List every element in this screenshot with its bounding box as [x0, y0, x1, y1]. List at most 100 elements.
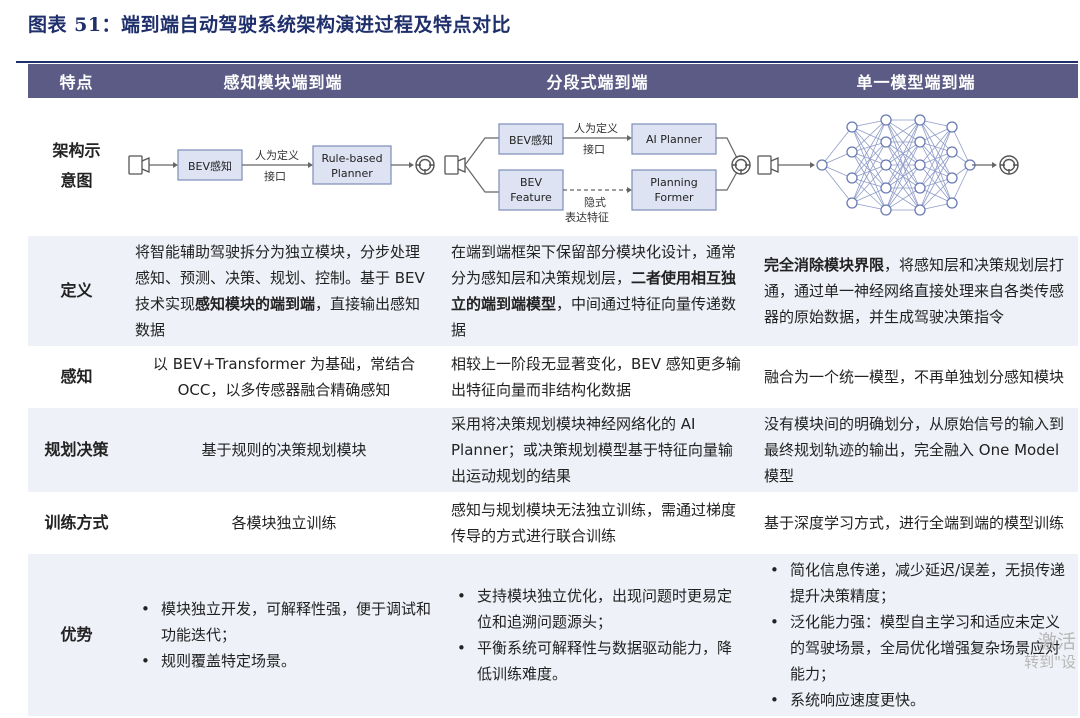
nn-edge — [919, 141, 953, 204]
planning-c2: 采用将决策规划模块神经网络化的 AI Planner；或决策规划模型基于特征向量… — [441, 407, 754, 493]
activation-watermark: 激活 转到"设 — [1024, 632, 1076, 672]
nn-edge — [851, 141, 887, 179]
nn-node — [946, 146, 958, 158]
nn-edge — [851, 141, 887, 204]
advantage-c2: 支持模块独立优化，出现问题时更易定位和追溯问题源头； 平衡系统可解释性与数据驱动… — [441, 553, 754, 717]
nn-edge — [885, 119, 921, 189]
definition-row: 定义 将智能辅助驾驶拆分为独立模块，分步处理感知、预测、决策、规划、控制。基于 … — [28, 235, 1078, 347]
ai-planner-box — [631, 123, 717, 155]
definition-c1-bold: 感知模块的端到端 — [195, 295, 316, 313]
figure-title: 图表 51：端到端自动驾驶系统架构演进过程及特点对比 — [28, 14, 512, 36]
header-single-model-e2e: 单一模型端到端 — [754, 64, 1078, 98]
nn-edge — [885, 119, 921, 143]
definition-c2-text: 在端到端框架下保留部分模块化设计，通常分为感知层和决策规划层， — [451, 243, 737, 287]
nn-edge — [885, 164, 921, 211]
list-item: 泛化能力强：模型自主学习和适应未定义的驾驶场景，全局优化增强复杂场景应对能力； — [770, 609, 1070, 687]
nn-edge — [851, 126, 887, 211]
nn-node — [846, 146, 858, 158]
training-label: 训练方式 — [28, 493, 125, 553]
planning-row: 规划决策 基于规则的决策规划模块 采用将决策规划模块神经网络化的 AI Plan… — [28, 407, 1078, 493]
bev-box — [498, 123, 564, 155]
definition-c1-text: 将智能辅助驾驶拆分为独立模块，分步处理感知、预测、决策、规划、控制。基于 BEV… — [135, 243, 425, 313]
training-c3: 基于深度学习方式，进行全端到端的模型训练 — [754, 493, 1078, 553]
arch-row: 架构示意图 BEV感知 人为定义 接口 Rule- — [28, 98, 1078, 235]
interface-label-1: 人为定义 — [255, 148, 299, 162]
camera-icon — [444, 155, 466, 175]
nn-node — [846, 197, 858, 209]
nn-edge — [951, 164, 971, 204]
definition-perception-cell: 将智能辅助驾驶拆分为独立模块，分步处理感知、预测、决策、规划、控制。基于 BEV… — [125, 235, 441, 347]
advantage-c3-list: 简化信息传递，减少延迟/误差，无损传递提升决策精度； 泛化能力强：模型自主学习和… — [764, 557, 1070, 713]
nn-edge — [851, 151, 887, 166]
nn-node — [880, 114, 892, 126]
planning-c3: 没有模块间的明确划分，从原始信号的输入到最终规划轨迹的输出，完全融入 One M… — [754, 407, 1078, 493]
watermark-line-2: 转到"设 — [1024, 653, 1076, 671]
definition-label: 定义 — [28, 235, 125, 347]
steering-wheel-icon — [415, 155, 435, 175]
nn-edge — [851, 141, 887, 153]
arch-label-cell: 架构示意图 — [28, 98, 125, 235]
training-c2: 感知与规划模块无法独立训练，需通过梯度传导的方式进行联合训练 — [441, 493, 754, 553]
nn-edge — [821, 126, 853, 166]
camera-icon — [757, 155, 779, 175]
nn-node — [914, 204, 926, 216]
perception-c1: 以 BEV+Transformer 为基础，常结合 OCC，以多传感器融合精确感… — [125, 347, 441, 407]
nn-edge — [851, 164, 887, 179]
definition-c1-tail: ，直接输出感知数据 — [135, 295, 421, 339]
nn-edge — [919, 119, 953, 204]
nn-edge — [919, 164, 953, 204]
bev-feature-text-2: Feature — [510, 191, 552, 204]
perception-c2: 相较上一阶段无显著变化，BEV 感知更多输出特征向量而非结构化数据 — [441, 347, 754, 407]
perception-row: 感知 以 BEV+Transformer 为基础，常结合 OCC，以多传感器融合… — [28, 347, 1078, 407]
planner-text-2: Planner — [331, 167, 373, 180]
nn-edge — [851, 126, 887, 189]
nn-edge — [919, 119, 953, 153]
nn-edge — [919, 164, 953, 179]
nn-node — [880, 182, 892, 194]
nn-edge — [885, 119, 921, 211]
bev-text: BEV感知 — [188, 159, 232, 173]
nn-edge — [821, 164, 853, 204]
watermark-line-1: 激活 — [1037, 631, 1076, 653]
nn-edge — [851, 119, 887, 153]
definition-c2-tail: ，中间通过特征向量传递数据 — [451, 295, 737, 339]
nn-node — [846, 121, 858, 133]
training-c1: 各模块独立训练 — [125, 493, 441, 553]
nn-edge — [851, 151, 887, 211]
advantage-row: 优势 模块独立开发，可解释性强，便于调试和功能迭代； 规则覆盖特定场景。 支持模… — [28, 553, 1078, 717]
nn-edge — [919, 119, 953, 179]
implicit-label-2: 表达特征 — [565, 210, 609, 224]
nn-node — [946, 197, 958, 209]
advantage-c1: 模块独立开发，可解释性强，便于调试和功能迭代； 规则覆盖特定场景。 — [125, 553, 441, 717]
list-item: 规则覆盖特定场景。 — [141, 648, 433, 674]
planning-label: 规划决策 — [28, 407, 125, 493]
list-item: 支持模块独立优化，出现问题时更易定位和追溯问题源头； — [457, 583, 746, 635]
definition-c3-text: ，将感知层和决策规划层打通，通过单一神经网络直接处理来自各类传感器的原始数据，并… — [764, 256, 1065, 326]
nn-node — [946, 172, 958, 184]
definition-c2-bold: 二者使用相互独立的端到端模型 — [451, 269, 737, 313]
camera-icon — [128, 155, 150, 175]
steering-wheel-icon — [999, 155, 1019, 175]
nn-edge — [851, 119, 887, 204]
ai-planner-text: AI Planner — [646, 133, 702, 146]
nn-edge — [851, 177, 887, 189]
planning-former-text-1: Planning — [650, 176, 697, 189]
nn-node — [914, 136, 926, 148]
nn-edge — [919, 141, 953, 179]
definition-single-cell: 完全消除模块界限，将感知层和决策规划层打通，通过单一神经网络直接处理来自各类传感… — [754, 235, 1078, 347]
advantage-c1-list: 模块独立开发，可解释性强，便于调试和功能迭代； 规则覆盖特定场景。 — [135, 596, 433, 674]
interface-label-1: 人为定义 — [574, 121, 618, 135]
nn-node — [914, 159, 926, 171]
advantage-label: 优势 — [28, 553, 125, 717]
nn-node — [946, 121, 958, 133]
nn-node — [846, 172, 858, 184]
list-item: 简化信息传递，减少延迟/误差，无损传递提升决策精度； — [770, 557, 1070, 609]
nn-edge — [919, 177, 953, 211]
table-header-row: 特点 感知模块端到端 分段式端到端 单一模型端到端 — [28, 64, 1078, 98]
nn-edge — [919, 151, 953, 166]
nn-edge — [885, 187, 921, 211]
header-feature: 特点 — [28, 64, 125, 98]
nn-edge — [851, 164, 887, 204]
